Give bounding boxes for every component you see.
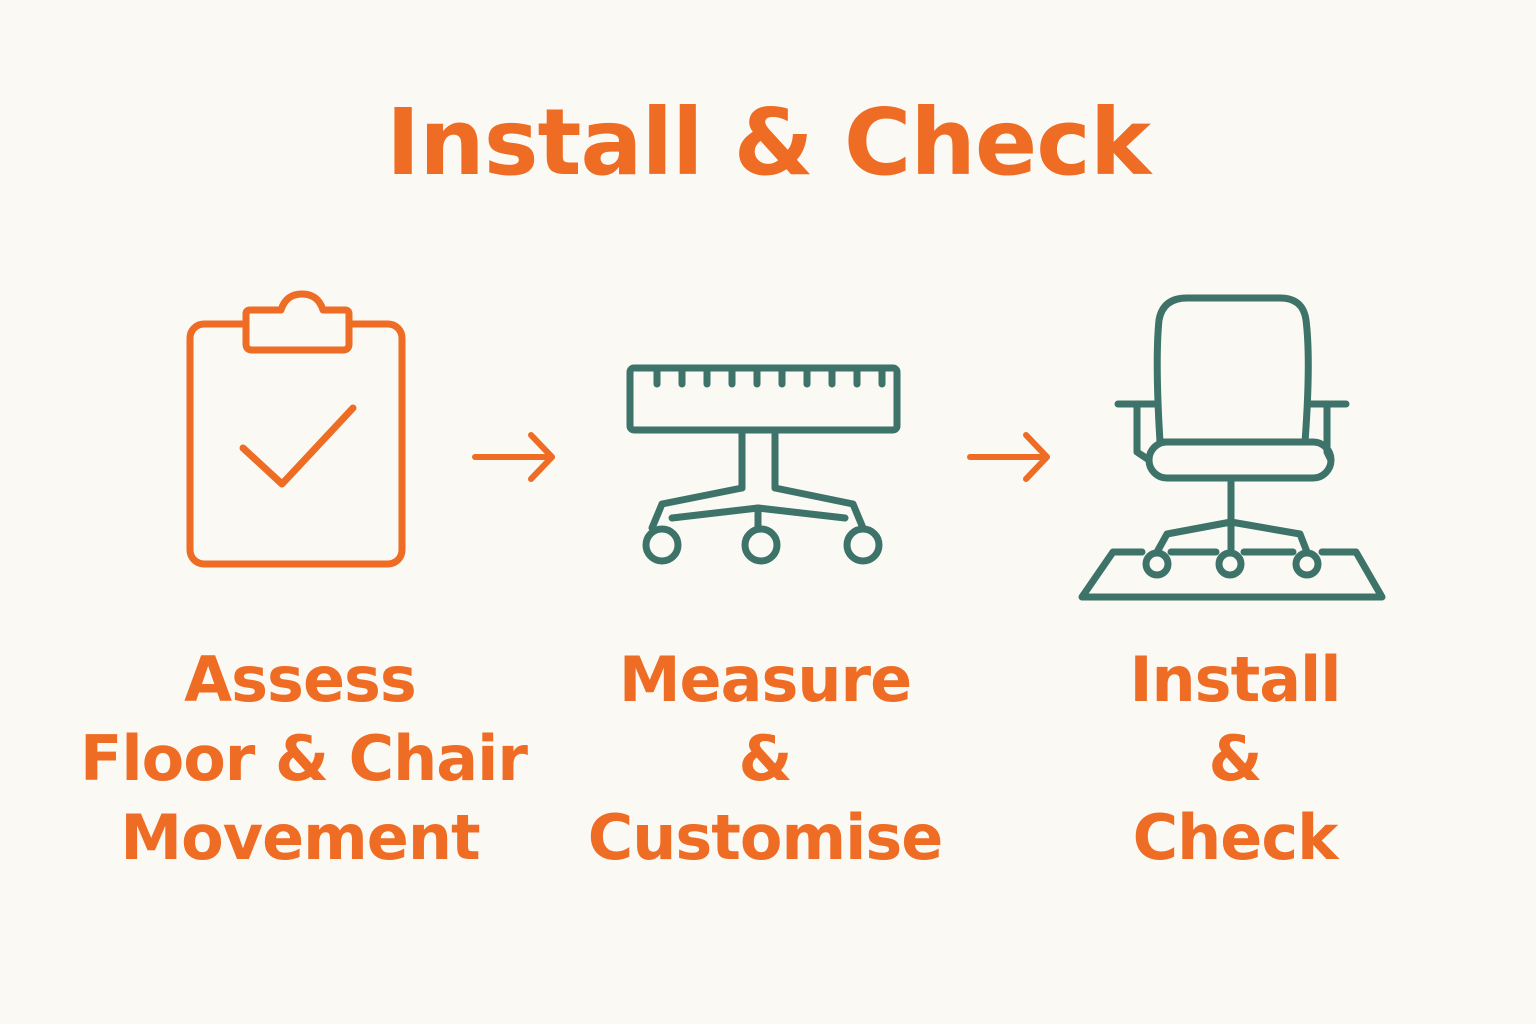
step-3-label-line-2: &	[1208, 722, 1262, 795]
clipboard-check-icon	[186, 290, 406, 568]
office-chair-on-mat-icon	[1078, 294, 1386, 601]
arrow-right-icon	[472, 432, 555, 482]
step-2-label: Measure & Customise	[540, 640, 990, 877]
step-3-label-line-1: Install	[1129, 643, 1341, 716]
step-1-label: Assess Floor & Chair Movement	[80, 640, 528, 877]
step-1-label-line-2: Floor & Chair	[80, 722, 528, 795]
step-3-label-line-3: Check	[1132, 801, 1339, 874]
page-title: Install & Check	[385, 89, 1151, 196]
step-1-label-line-3: Movement	[120, 801, 480, 874]
step-3-label: Install & Check	[1040, 640, 1430, 877]
step-1-label-line-1: Assess	[184, 643, 417, 716]
step-2-label-line-1: Measure	[618, 643, 912, 716]
ruler-chair-base-icon	[626, 364, 901, 565]
step-2-label-line-2: &	[738, 722, 792, 795]
arrow-right-icon	[967, 432, 1050, 482]
step-2-label-line-3: Customise	[587, 801, 944, 874]
